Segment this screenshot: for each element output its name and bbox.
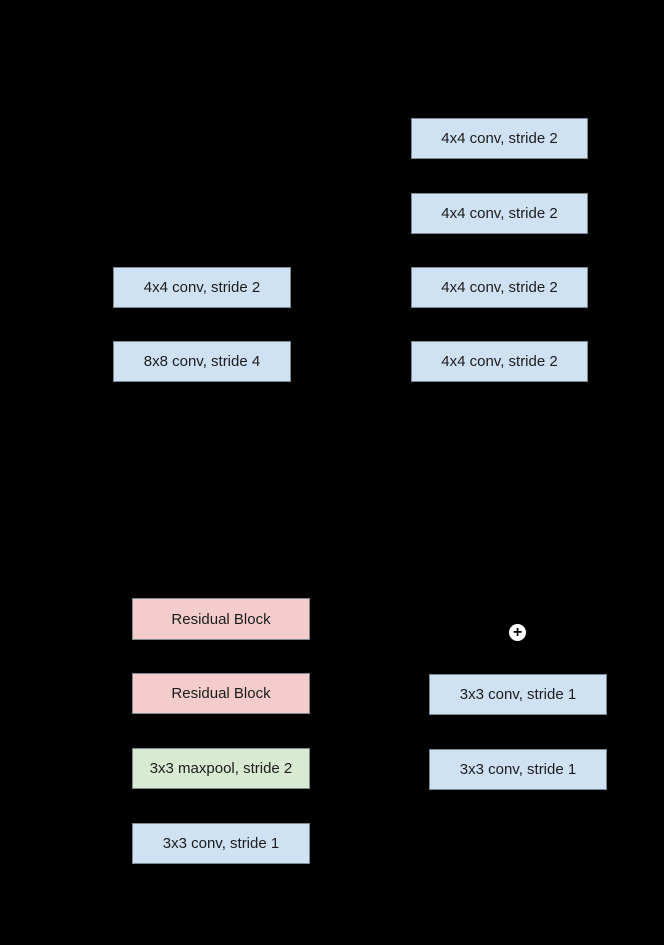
residual-block-2: Residual Block bbox=[132, 673, 310, 714]
conv-3x3-left: 3x3 conv, stride 1 bbox=[132, 823, 310, 864]
node-label: 4x4 conv, stride 2 bbox=[143, 279, 261, 296]
conv-4x4-right-3: 4x4 conv, stride 2 bbox=[411, 267, 588, 308]
residual-block-1: Residual Block bbox=[132, 598, 310, 640]
conv-3x3-right-1: 3x3 conv, stride 1 bbox=[429, 674, 607, 715]
node-label: 3x3 conv, stride 1 bbox=[459, 686, 577, 703]
node-label: 4x4 conv, stride 2 bbox=[441, 130, 558, 147]
node-label: Residual Block bbox=[171, 685, 271, 702]
node-label: 3x3 conv, stride 1 bbox=[162, 835, 280, 852]
node-label: 4x4 conv, stride 2 bbox=[441, 353, 558, 370]
elementwise-add-icon: + bbox=[509, 624, 526, 641]
conv-8x8-left: 8x8 conv, stride 4 bbox=[113, 341, 291, 382]
node-label: 3x3 conv, stride 1 bbox=[459, 761, 577, 778]
node-label: 4x4 conv, stride 2 bbox=[441, 205, 558, 222]
node-label: 3x3 maxpool, stride 2 bbox=[149, 760, 293, 777]
node-label: 4x4 conv, stride 2 bbox=[441, 279, 558, 296]
node-label: Residual Block bbox=[171, 610, 271, 628]
conv-4x4-right-4: 4x4 conv, stride 2 bbox=[411, 341, 588, 382]
conv-4x4-right-2: 4x4 conv, stride 2 bbox=[411, 193, 588, 234]
conv-3x3-right-2: 3x3 conv, stride 1 bbox=[429, 749, 607, 790]
maxpool-3x3: 3x3 maxpool, stride 2 bbox=[132, 748, 310, 789]
conv-4x4-left: 4x4 conv, stride 2 bbox=[113, 267, 291, 308]
conv-4x4-right-1: 4x4 conv, stride 2 bbox=[411, 118, 588, 159]
node-label: 8x8 conv, stride 4 bbox=[143, 353, 261, 370]
